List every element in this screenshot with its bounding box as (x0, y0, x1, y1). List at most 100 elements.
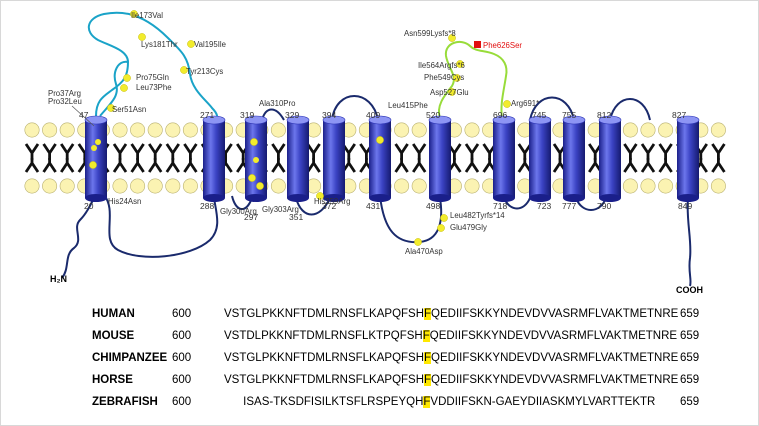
end-position: 659 (680, 374, 700, 386)
helix-bottom-boundary: 777 (562, 201, 576, 211)
conserved-residue: F (424, 308, 432, 320)
variant-label: Ala310Pro (259, 99, 296, 108)
lipid (622, 122, 638, 194)
variant-label: Tyr213Cys (186, 67, 223, 76)
sequence-prefix: ISAS-TKSDFISILKTSFLRSPEYQH (224, 396, 424, 408)
sequence-suffix: VDDIIFSKN-GAEYDIIASKMYLVARTTEKTR (430, 396, 656, 408)
lipid (270, 122, 286, 194)
sequence: VSTGLPKKNFTDMLRNSFLKAPQFSHFQEDIIFSKKYNDE… (224, 374, 678, 386)
variant: Asp527Glu (430, 88, 469, 97)
helix-bottom-boundary: 849 (678, 201, 692, 211)
variant-label: Asn599Lysfs*8 (404, 29, 456, 38)
cytoplasmic-loop-1 (103, 194, 219, 258)
variant-label: Pro32Leu (48, 97, 82, 106)
transmembrane-helices (84, 115, 700, 202)
n-terminus-label: H₂N (50, 274, 67, 284)
start-position: 600 (172, 308, 192, 320)
variant: Glu479Gly (437, 223, 487, 232)
variant-label: His24Asn (108, 197, 141, 206)
variant-dot (91, 145, 97, 151)
variant: Leu73Phe (120, 83, 172, 92)
variant-label: His359Arg (314, 197, 350, 206)
helix-top-boundary: 319 (240, 110, 254, 120)
variant: Ala310Pro (250, 99, 296, 146)
lipid (464, 122, 480, 194)
helix-top-boundary: 520 (426, 110, 440, 120)
lipid (42, 122, 58, 194)
helix-bottom-boundary: 790 (597, 201, 611, 211)
loop-271-297 (231, 195, 253, 210)
lipid (517, 122, 533, 194)
c-terminal-tail (686, 197, 692, 287)
transmembrane-helix (528, 115, 552, 202)
variant-dot (95, 139, 101, 145)
end-position: 659 (680, 308, 700, 320)
lipid (306, 122, 322, 194)
helix-bottom-boundary: 297 (244, 212, 258, 222)
variant: Asn599Lysfs*8 (404, 29, 456, 42)
variant: Ser51Asn (107, 104, 146, 114)
helix-bottom-boundary: 431 (366, 201, 380, 211)
alignment-row: HUMAN 600 VSTGLPKKNFTDMLRNSFLKAPQFSHFQEDII… (0, 308, 759, 328)
transmembrane-helix (84, 115, 108, 202)
helix-bottom-boundary: 20 (84, 201, 94, 211)
transmembrane-helix (368, 115, 392, 202)
helix-bottom-boundary: 498 (426, 201, 440, 211)
variant-label: Ser51Asn (112, 105, 146, 114)
variant: Pro75Gln (123, 73, 169, 82)
lipid (640, 122, 656, 194)
sequence: VSTGLPKKNFTDMLRNSFLKAPQFSHFQEDIIFSKKYNDE… (224, 308, 678, 320)
lipid (394, 122, 410, 194)
species-name: HUMAN (92, 308, 135, 320)
lipid (147, 122, 163, 194)
sequence-prefix: VSTGLPKKNFTDMLRNSFLKAPQFSH (224, 308, 425, 320)
variant: His24Asn (89, 161, 141, 206)
conserved-residue: F (424, 352, 432, 364)
variant-pointer (71, 105, 95, 127)
variant: Gly300Arg (220, 174, 257, 216)
helix-top-boundary: 394 (322, 110, 336, 120)
helix-top-boundary: 271 (200, 110, 214, 120)
helix-bottom-boundary: 288 (200, 201, 214, 211)
variant-label: Gly300Arg (220, 207, 257, 216)
transmembrane-helix (676, 115, 700, 202)
variant: Tyr213Cys (180, 66, 223, 76)
lipid (165, 122, 181, 194)
variant: Ile173Val (130, 10, 163, 20)
variant-label: Lys181Thr (141, 40, 178, 49)
helix-bottom-boundary: 351 (289, 212, 303, 222)
loop-351-372 (295, 197, 331, 216)
conserved-residue: F (423, 396, 431, 408)
helix-top-boundary: 812 (597, 110, 611, 120)
helix-top-boundary: 47 (79, 110, 89, 120)
end-position: 659 (680, 330, 700, 342)
start-position: 600 (172, 352, 192, 364)
variant: Pro37Arg (48, 89, 81, 98)
variant: Phe549Cys (424, 73, 464, 82)
variant: Ile564Argfs*6 (418, 60, 465, 70)
transmembrane-helix (598, 115, 622, 202)
variant: Phe626Ser (474, 41, 522, 50)
variant-label: Leu73Phe (136, 83, 172, 92)
variant-label: Pro75Gln (136, 73, 169, 82)
transmembrane-helix (202, 115, 226, 202)
helix-top-boundary: 755 (562, 110, 576, 120)
variant-label: Ala470Asp (405, 247, 443, 256)
sequence-suffix: QEDIIFSKKYNDEVDVVASRMFLVAKTMETNRE (431, 308, 679, 320)
helix-top-boundary: 745 (532, 110, 546, 120)
sequence: ISAS-TKSDFISILKTSFLRSPEYQHFVDDIIFSKN-GAE… (224, 396, 655, 408)
variant-label: Leu482Tyrfs*14 (450, 211, 505, 220)
loop-745-755 (529, 96, 575, 121)
variant-label: Glu479Gly (450, 223, 487, 232)
transmembrane-helix (492, 115, 516, 202)
transmembrane-helix (562, 115, 586, 202)
lipid (59, 122, 75, 194)
sequence: VSTDLPKKNFTDMLRNSFLKTPQFSHFQEDIIFSKKYNDE… (224, 330, 677, 342)
lipid (411, 122, 427, 194)
variant-label: Asp527Glu (430, 88, 469, 97)
c-terminus-label: COOH (676, 285, 703, 295)
variant: His359Arg (314, 192, 350, 206)
